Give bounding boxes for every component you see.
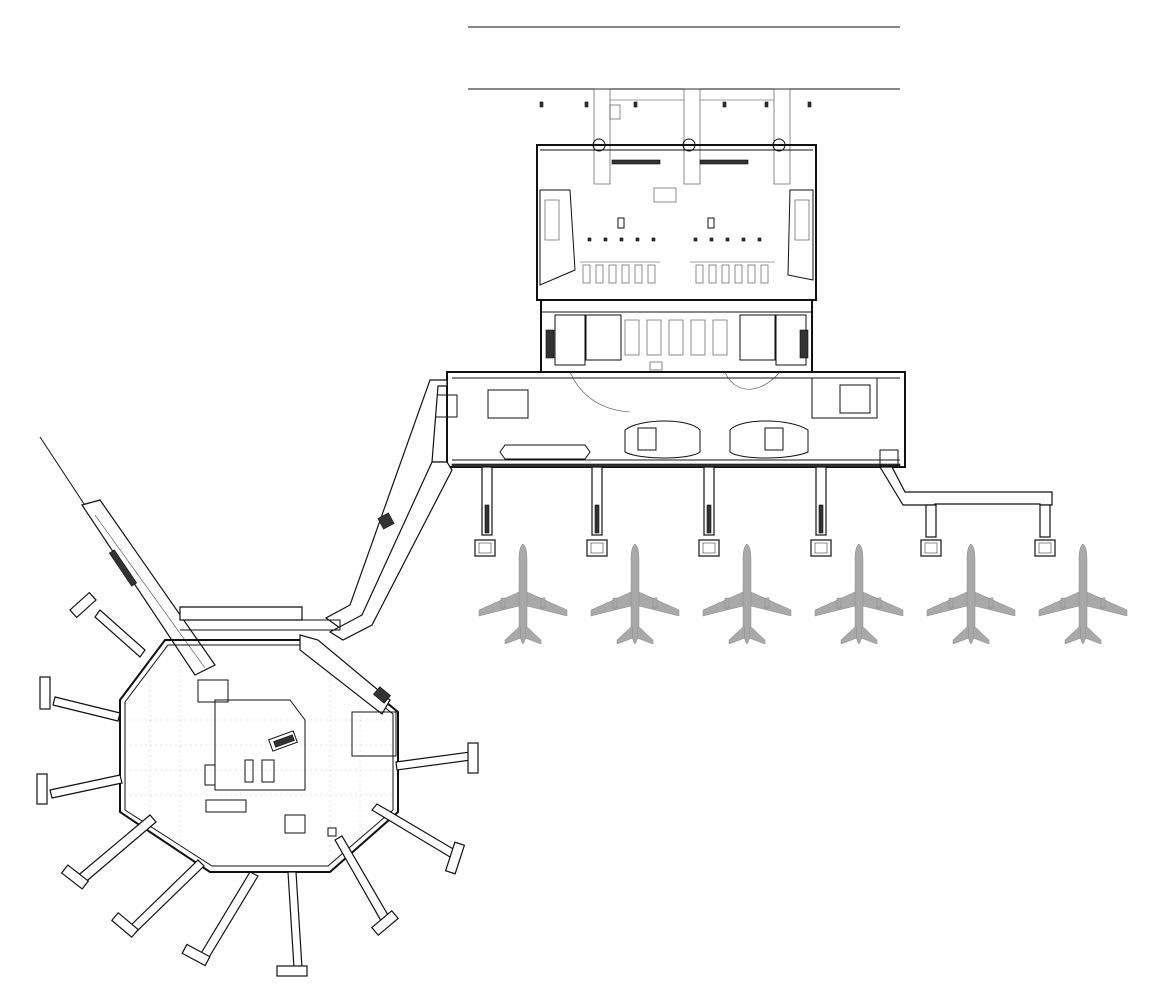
aircraft-icon [478, 543, 568, 645]
remote-gate-d [60, 814, 157, 890]
remote-gate-a [69, 591, 146, 658]
aircraft-icon [926, 543, 1016, 645]
satellite-remote-gates [36, 591, 479, 977]
pier-gate-1 [474, 466, 496, 557]
aircraft-icon [702, 543, 792, 645]
remote-gate-c [36, 773, 123, 805]
parked-aircraft [478, 543, 1128, 645]
remote-gate-j [395, 742, 479, 774]
forecourt-road [468, 26, 900, 185]
pier-gate-5 [920, 504, 942, 557]
remote-gate-f [181, 871, 259, 967]
pier-gate-3 [698, 466, 720, 557]
pier-gate-2 [586, 466, 608, 557]
remote-gate-i [371, 803, 466, 875]
connector-corridor [324, 379, 453, 641]
pier-gates [474, 466, 1056, 557]
remote-gate-g [276, 871, 308, 977]
check-in-counters [580, 237, 775, 284]
security-and-services-zone [540, 300, 813, 373]
aircraft-icon [1038, 543, 1128, 645]
airside-concourse [434, 371, 906, 468]
remote-gate-h [334, 835, 400, 937]
main-terminal-landside-hall [536, 138, 817, 301]
remote-gate-b [39, 676, 121, 722]
satellite-terminal [39, 436, 399, 873]
pier-gate-6 [1034, 504, 1056, 557]
remote-gate-e [110, 859, 205, 939]
aircraft-icon [590, 543, 680, 645]
aircraft-icon [814, 543, 904, 645]
pier-gate-4 [810, 466, 832, 557]
